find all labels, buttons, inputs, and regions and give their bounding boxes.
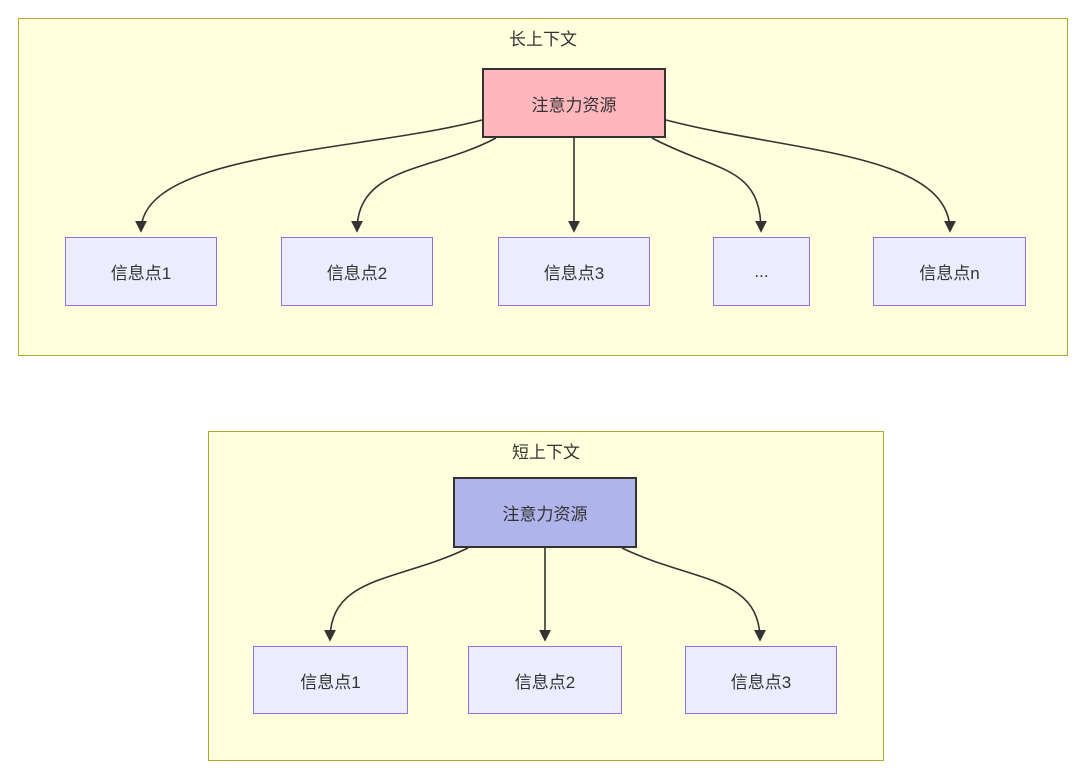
- long-context-title: 长上下文: [509, 30, 577, 49]
- info-node-long-3: 信息点3: [498, 237, 650, 306]
- info-node-short-3: 信息点3: [685, 646, 837, 714]
- attention-node-long: 注意力资源: [482, 68, 666, 138]
- info-node-long-2: 信息点2: [281, 237, 433, 306]
- info-node-long-n: 信息点n: [873, 237, 1026, 306]
- short-context-title: 短上下文: [512, 443, 580, 462]
- attention-node-short: 注意力资源: [453, 477, 637, 548]
- info-node-short-2: 信息点2: [468, 646, 622, 714]
- info-node-long-1: 信息点1: [65, 237, 217, 306]
- info-node-short-1: 信息点1: [253, 646, 408, 714]
- info-node-long-ellipsis: ...: [713, 237, 810, 306]
